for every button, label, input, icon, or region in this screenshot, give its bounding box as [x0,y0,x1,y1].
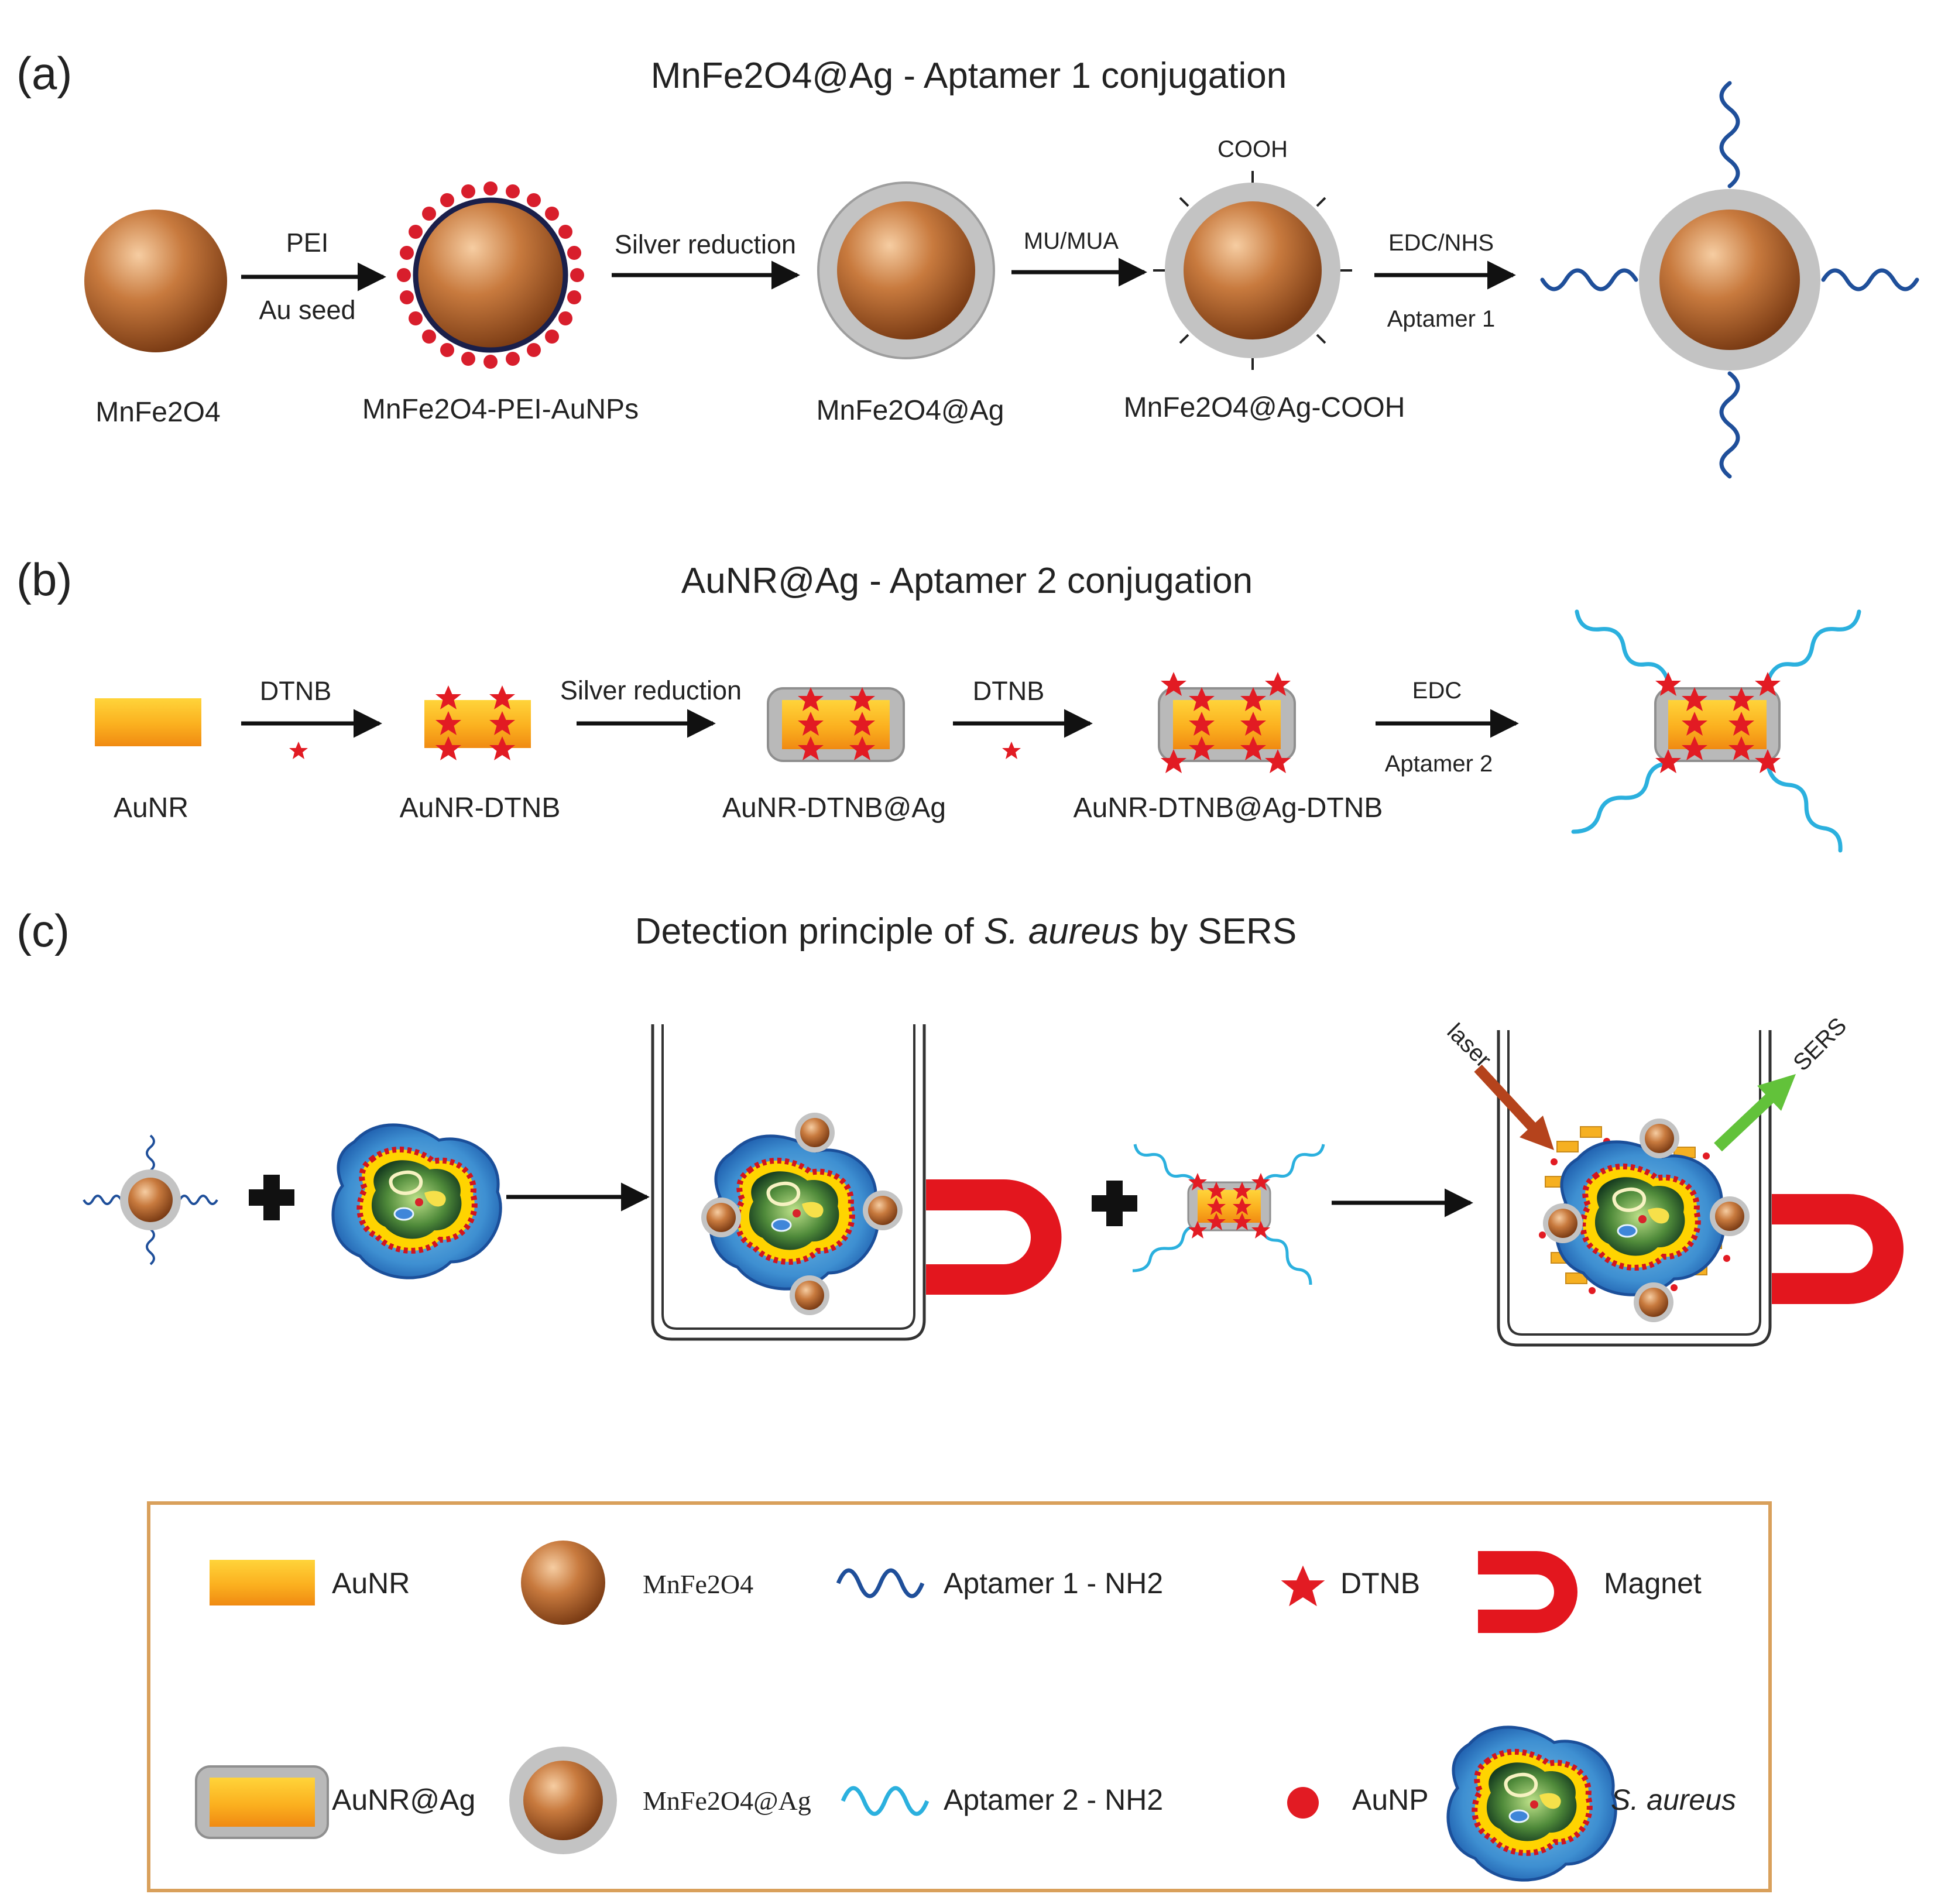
panel-b-title: AuNR@Ag - Aptamer 2 conjugation [681,561,1253,601]
mnfe2o4-pei-aunps-particle [397,181,584,369]
label-mnfe2o4-ag: MnFe2O4@Ag [817,395,1004,426]
legend-aunp-icon [1287,1787,1319,1819]
label-mnfe2o4: MnFe2O4 [95,397,220,428]
panel-b-letter: (b) [16,554,72,605]
small-magnetic-probe [83,1134,218,1265]
aunr-dtnb-ag-dtnb-rod [1158,672,1296,773]
legend-aptamer2-icon [841,1786,930,1816]
arrow-edc-top-label: EDC [1412,678,1462,704]
magnet-2 [1772,1194,1904,1304]
panel-a-title: MnFe2O4@Ag - Aptamer 1 conjugation [651,56,1287,96]
small-sers-probe [1132,1144,1325,1285]
plus-icon-2 [1092,1181,1137,1226]
arrow-dtnb-1-label: DTNB [260,676,332,706]
legend-aptamer1-icon [836,1568,925,1598]
panel-c: (c) Detection principle of S. aureus by … [16,905,1904,1347]
cooh-label: COOH [1218,136,1288,162]
label-aunr-dtnb-ag: AuNR-DTNB@Ag [722,793,946,824]
arrow-silver-reduction-a-label: Silver reduction [615,229,796,259]
arrow-silver-reduction-b-label: Silver reduction [560,675,742,705]
beaker-2 [1497,1030,1772,1347]
mnfe2o4-particle [84,210,227,352]
panel-c-letter: (c) [16,905,70,956]
beaker-1 [651,1024,926,1341]
legend-aunr-ag-icon [195,1765,329,1839]
panel-a: (a) MnFe2O4@Ag - Aptamer 1 conjugation M… [16,47,1919,479]
legend-aptamer2-label: Aptamer 2 - NH2 [944,1783,1163,1816]
aunr-dtnb-rod [424,685,531,760]
legend-mnfe2o4-icon [521,1541,605,1625]
aunr-ag-aptamer2-conjugate [1571,609,1861,853]
sers-label: SERS [1788,1013,1851,1076]
arrow-edc-nhs-bottom-label: Aptamer 1 [1387,306,1496,332]
legend-mnfe2o4-ag-icon [509,1747,617,1854]
legend-dtnb-label: DTNB [1340,1567,1420,1600]
s-aureus-cell [333,1125,500,1278]
aunr-rod [95,698,201,746]
legend: AuNR MnFe2O4 Aptamer 1 - NH2 DTNB Magnet… [147,1501,1772,1892]
legend-aunr-icon [210,1560,315,1605]
legend-magnet-label: Magnet [1604,1567,1702,1600]
arrow-edc-nhs-top-label: EDC/NHS [1388,230,1494,256]
aunr-dtnb-ag-rod [767,687,905,762]
dtnb-star-icon-2 [1002,742,1021,759]
legend-aptamer1-label: Aptamer 1 - NH2 [944,1567,1163,1600]
arrow-edc-bottom-label: Aptamer 2 [1385,751,1493,777]
mnfe2o4-ag-particle [817,181,995,359]
sers-arrow [1714,1074,1796,1152]
laser-arrow [1474,1064,1554,1150]
dtnb-star-icon [289,742,308,759]
arrow-dtnb-2-label: DTNB [973,676,1045,706]
label-aunr-dtnb-ag-dtnb: AuNR-DTNB@Ag-DTNB [1074,793,1383,824]
mnfe2o4-ag-aptamer1-conjugate [1540,81,1919,479]
legend-s-aureus-icon [1448,1727,1616,1880]
label-aunr-dtnb: AuNR-DTNB [400,793,561,824]
label-aunr: AuNR [114,793,188,824]
plus-icon [249,1175,294,1220]
legend-aunp-label: AuNP [1352,1783,1429,1816]
panel-c-title: Detection principle of S. aureus by SERS [635,911,1297,952]
label-mnfe2o4-pei-aunps: MnFe2O4-PEI-AuNPs [362,394,639,425]
magnet-1 [926,1179,1062,1295]
arrow-pei-bottom-label: Au seed [259,295,355,325]
legend-aunr-ag-label: AuNR@Ag [332,1783,475,1816]
panel-b: (b) AuNR@Ag - Aptamer 2 conjugation AuNR… [16,554,1861,853]
mnfe2o4-ag-cooh-particle [1153,171,1352,370]
label-mnfe2o4-ag-cooh: MnFe2O4@Ag-COOH [1124,392,1405,423]
legend-aunr-label: AuNR [332,1567,410,1600]
arrow-mu-mua-label: MU/MUA [1024,228,1119,254]
panel-a-letter: (a) [16,47,72,99]
legend-magnet-icon [1478,1551,1577,1633]
laser-label: laser [1442,1018,1496,1072]
arrow-pei-top-label: PEI [286,228,329,258]
legend-mnfe2o4-label: MnFe2O4 [643,1569,753,1599]
legend-mnfe2o4-ag-label: MnFe2O4@Ag [643,1786,811,1816]
legend-s-aureus-label: S. aureus [1611,1783,1736,1816]
